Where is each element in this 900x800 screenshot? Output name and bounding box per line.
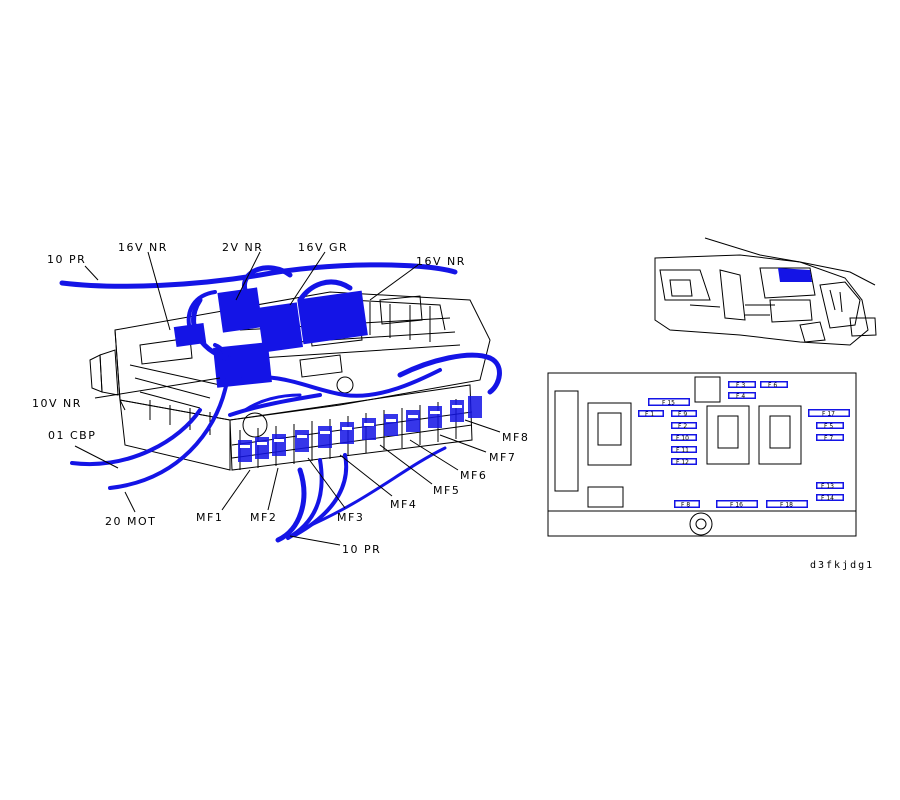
- svg-text:F 2: F 2: [678, 423, 687, 430]
- fuse-f8: F 8: [674, 500, 700, 509]
- svg-text:F 9: F 9: [678, 411, 687, 418]
- fuse-f10: F 10: [671, 434, 697, 442]
- label-10v-nr: 10V NR: [32, 397, 82, 410]
- figure-code: d3fkjdg1: [810, 560, 874, 571]
- fuse-f7: F 7: [816, 434, 844, 442]
- svg-text:F 8: F 8: [681, 502, 690, 509]
- svg-text:F 13: F 13: [821, 483, 834, 490]
- fuse-layout-panel: F 3 F 6 F 4 F 15 F 1 F 9 F 2 F 10 F 11 F…: [547, 372, 857, 537]
- label-mf1: MF1: [196, 511, 223, 524]
- fuse-f18: F 18: [766, 500, 808, 509]
- label-mf7: MF7: [489, 451, 516, 464]
- svg-text:F 4: F 4: [736, 393, 745, 400]
- fuse-f9: F 9: [671, 410, 697, 418]
- label-mf6: MF6: [460, 469, 487, 482]
- svg-text:F 16: F 16: [730, 502, 743, 509]
- label-10pr-bottom: 10 PR: [342, 543, 381, 556]
- label-mf5: MF5: [433, 484, 460, 497]
- svg-text:F 5: F 5: [824, 423, 833, 430]
- label-16v-nr-b: 16V NR: [416, 255, 466, 268]
- label-mf2: MF2: [250, 511, 277, 524]
- label-2v-nr: 2V NR: [222, 241, 263, 254]
- label-mf3: MF3: [337, 511, 364, 524]
- svg-text:F 3: F 3: [736, 382, 745, 389]
- svg-text:F 10: F 10: [676, 435, 689, 442]
- svg-text:F 7: F 7: [824, 435, 833, 442]
- fuse-f16: F 16: [716, 500, 758, 509]
- fuse-f11: F 11: [671, 446, 697, 454]
- svg-text:F 15: F 15: [662, 400, 675, 407]
- fuse-f14: F 14: [816, 494, 844, 502]
- vehicle-location-inset: [654, 237, 877, 346]
- fuse-f4: F 4: [728, 392, 756, 400]
- svg-text:F 17: F 17: [822, 411, 835, 418]
- svg-text:F 14: F 14: [821, 495, 834, 502]
- svg-text:F 11: F 11: [676, 447, 689, 454]
- label-16v-gr: 16V GR: [298, 241, 348, 254]
- label-16v-nr-a: 16V NR: [118, 241, 168, 254]
- fuse-box-illustration: [59, 262, 502, 543]
- svg-text:F 6: F 6: [768, 382, 777, 389]
- label-mf8: MF8: [502, 431, 529, 444]
- label-20-mot: 20 MOT: [105, 515, 156, 528]
- callout-labels: 10 PR 16V NR 2V NR 16V GR 16V NR 10V NR …: [32, 241, 529, 556]
- svg-text:F 12: F 12: [676, 459, 689, 466]
- fuse-f2: F 2: [671, 422, 697, 430]
- callout-leaders: [74, 251, 501, 546]
- label-mf4: MF4: [390, 498, 417, 511]
- fuse-f5: F 5: [816, 422, 844, 430]
- svg-text:F 18: F 18: [780, 502, 793, 509]
- label-01-cbp: 01 CBP: [48, 429, 96, 442]
- fuse-f3: F 3: [728, 381, 756, 389]
- fuse-f1: F 1: [638, 410, 664, 418]
- svg-text:F 1: F 1: [645, 411, 654, 418]
- fuse-f17: F 17: [808, 409, 850, 418]
- fuse-f12: F 12: [671, 458, 697, 466]
- fuse-f6: F 6: [760, 381, 788, 389]
- label-10pr-top: 10 PR: [47, 253, 86, 266]
- fuse-f13: F 13: [816, 482, 844, 490]
- fuse-f15: F 15: [648, 398, 690, 407]
